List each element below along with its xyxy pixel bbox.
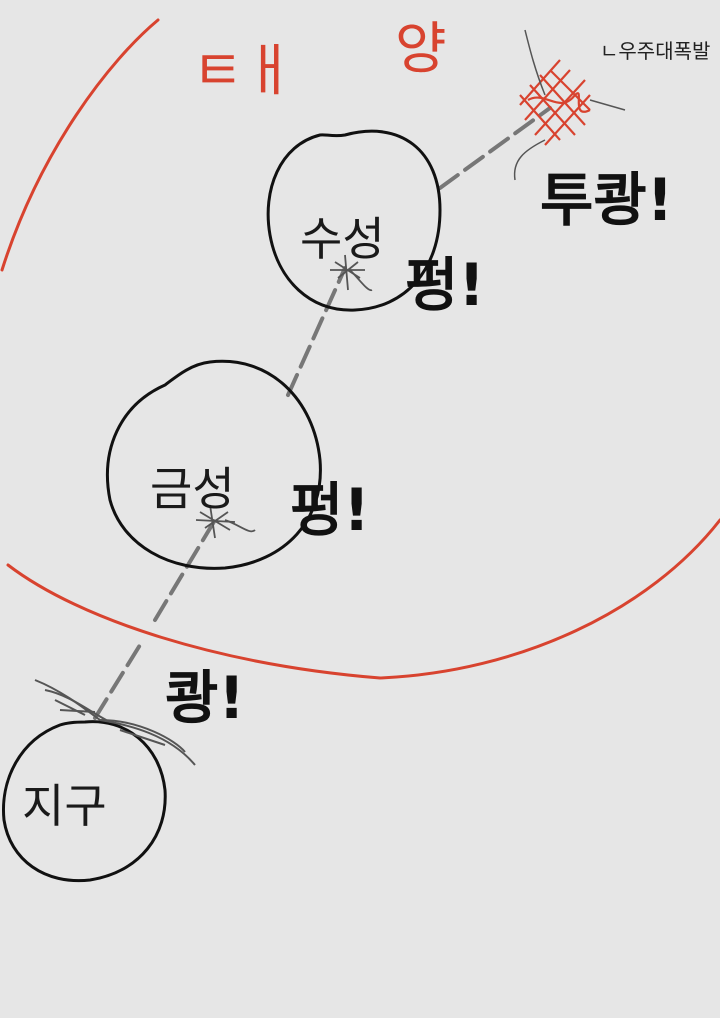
- venus-impact-label: 펑!: [290, 476, 370, 544]
- mercury-impact-label: 펑!: [405, 251, 485, 319]
- mercury-impact-scribble: [330, 254, 373, 292]
- sun-impact-scribble: [519, 59, 591, 146]
- earth-impact-label: 쾅!: [165, 664, 245, 732]
- sun-impact-lines: [513, 29, 626, 181]
- sun-boundary-upper: [0, 18, 160, 272]
- venus-impact-scribble: [195, 504, 256, 539]
- sun-note-label: ㄴ우주대폭발: [600, 39, 710, 63]
- sun-label-part2: 양: [395, 17, 447, 82]
- venus-circle: [105, 359, 322, 570]
- earth-circle: [1, 720, 167, 883]
- sun-boundary-lower: [6, 518, 720, 680]
- sun-impact-label: 투쾅!: [540, 166, 673, 234]
- mercury-circle: [266, 129, 442, 312]
- trajectory-path: [93, 106, 552, 720]
- sun-label-part1: ㅌㅐ: [192, 39, 295, 104]
- venus-label: 금성: [150, 462, 235, 516]
- earth-impact-scribble: [34, 679, 196, 766]
- mercury-label: 수성: [300, 212, 385, 266]
- earth-label: 지구: [22, 779, 107, 833]
